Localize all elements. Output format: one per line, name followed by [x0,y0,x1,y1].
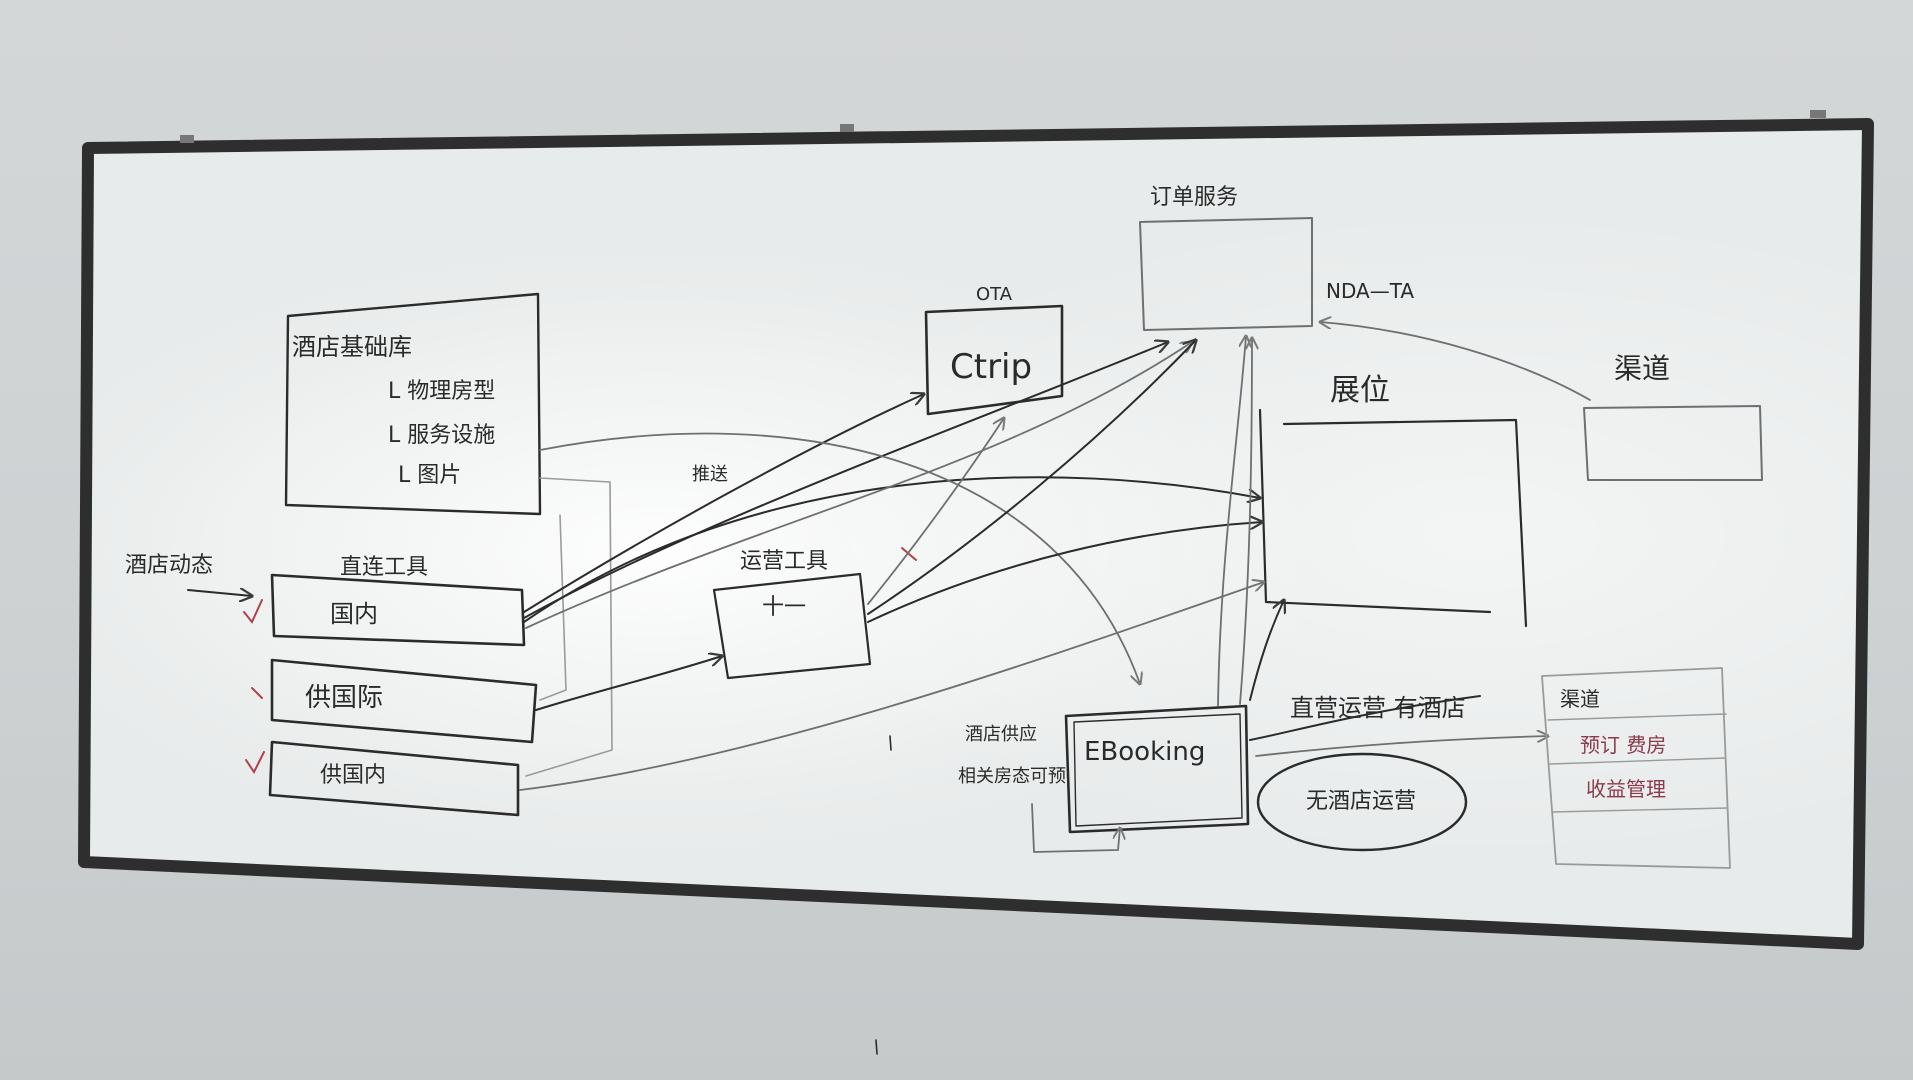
ops-branch-group: 直营运营 有酒店 无酒店运营 [1249,694,1548,852]
hotel-dynamic-label: 酒店动态 [125,553,213,578]
supply-domestic-box: 供国内 [268,740,520,817]
red-check-mark [243,599,263,624]
supply-intl-box: 供国际 [270,658,538,744]
push-label: 推送 [692,464,728,485]
facilities-label: L 服务设施 [388,423,495,448]
ops-tool-label: 运营工具 [740,549,828,574]
ctrip-label: Ctrip [950,347,1032,387]
nda-ta-label: NDA—TA [1326,279,1414,303]
red-check-mark [901,547,917,561]
panel-item-1: 渠道 [1560,687,1600,711]
channel-box: 渠道 [1320,322,1763,481]
panel-item-3: 收益管理 [1586,777,1666,801]
supply-intl-label: 供国际 [305,683,383,713]
channel-label: 渠道 [1614,352,1670,385]
images-label: L 图片 [398,463,461,488]
frame-clip [840,124,854,132]
frame-clip [1810,110,1826,118]
board-frame [78,118,1874,950]
display-label: 展位 [1330,373,1390,408]
ops-tool-inner-label: 十一 [762,595,806,620]
ota-label: OTA [976,284,1013,305]
ctrip-box: OTA Ctrip [924,284,1064,416]
ops-tool-box: 运营工具 十一 [712,549,872,680]
display-box: 展位 [1258,373,1528,628]
ebooking-note-2: 相关房态可预 [958,766,1066,787]
red-check-mark [245,751,265,774]
direct-ops-label: 直营运营 有酒店 [1290,694,1466,722]
hotel-db-box: 酒店基础库 L 物理房型 L 服务设施 L 图片 [284,292,542,516]
panel-item-2: 预订 费房 [1580,733,1666,757]
direct-tool-label: 直连工具 [340,555,428,580]
connection-arrows: 推送 [519,336,1284,791]
domestic-box: 国内 [270,573,526,647]
order-service-box: 订单服务 NDA—TA [1139,185,1414,331]
ebooking-label: EBooking [1084,737,1205,767]
physical-room-label: L 物理房型 [388,379,495,404]
red-check-mark [251,687,263,699]
order-service-label: 订单服务 [1150,185,1238,210]
right-panel: 渠道 预订 费房 收益管理 [1541,667,1731,869]
frame-clip [180,135,194,143]
hotel-dynamic-group: 酒店动态 直连工具 [125,553,428,596]
no-hotel-ops-ellipse [1256,752,1468,852]
hotel-db-title: 酒店基础库 [292,333,412,361]
domestic-label: 国内 [330,600,378,628]
ebooking-note-1: 酒店供应 [965,724,1037,745]
supply-domestic-label: 供国内 [320,763,386,788]
ebooking-box: EBooking 酒店供应 相关房态可预 [958,704,1250,853]
no-hotel-ops-label: 无酒店运营 [1306,789,1416,814]
